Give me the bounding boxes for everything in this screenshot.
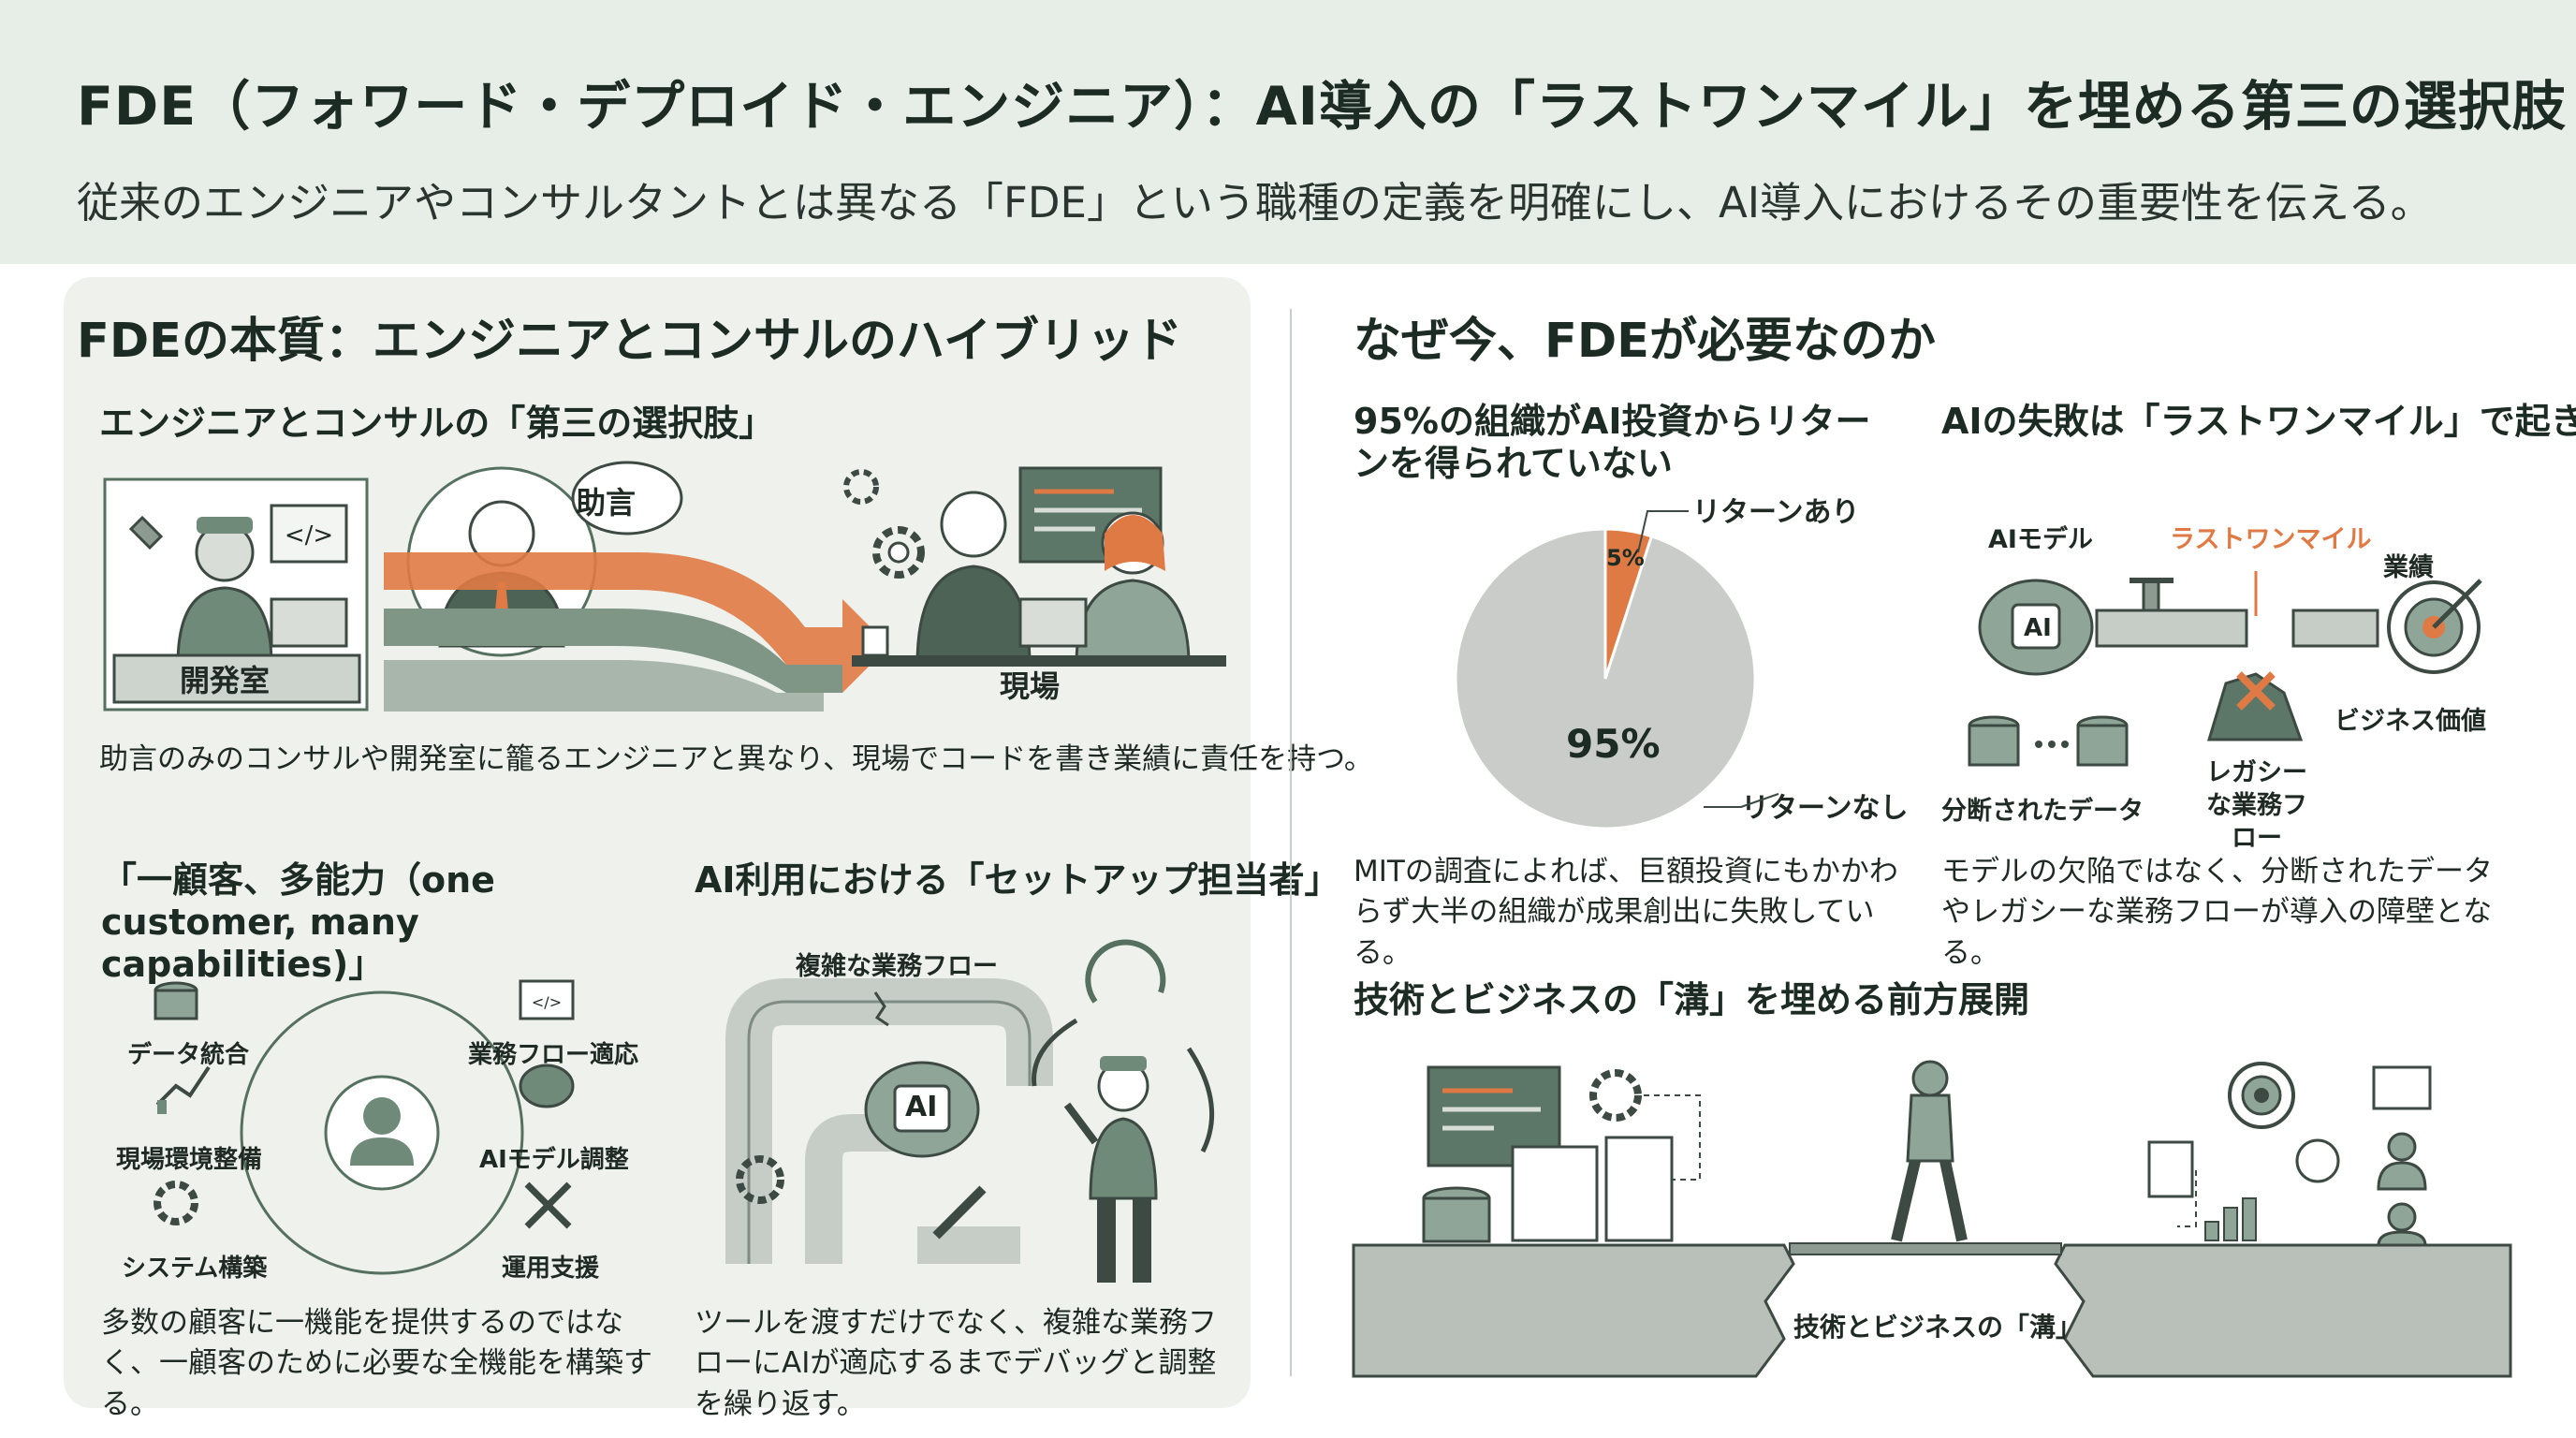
database-icon <box>1422 1186 1491 1243</box>
laptop-icon <box>1018 597 1088 648</box>
return-label: リターンあり <box>1692 496 1860 529</box>
brain-icon <box>519 1064 575 1108</box>
capabilities-diagram: </> <box>154 979 575 1275</box>
page-title: FDE（フォワード・デプロイド・エンジニア）：AI導入の「ラストワンマイル」を埋… <box>77 76 2567 138</box>
one-customer-caption: 多数の顧客に一機能を提供するのではなく、一顧客のために必要な全機能を構築する。 <box>101 1306 652 1421</box>
pipe-left <box>2095 609 2248 648</box>
consultant-arrow <box>384 552 889 693</box>
integration-arrow <box>384 660 824 712</box>
svg-text:</>: </> <box>532 993 562 1011</box>
ellipsis-icon <box>2035 741 2069 748</box>
left-cliff <box>1352 1243 1795 1378</box>
code-window-icon: </> <box>519 979 575 1020</box>
customer-icon <box>363 1097 401 1135</box>
gap-label: 技術とビジネスの「溝」 <box>1793 1312 2083 1343</box>
fde-walker-icon <box>1911 1060 1949 1097</box>
right-cliff <box>2054 1243 2512 1378</box>
presentation-icon <box>2372 1065 2432 1110</box>
ai-model-label: AIモデル <box>1988 525 2093 554</box>
roi-pie-chart <box>1454 527 1757 830</box>
setup-illustration <box>725 939 1215 1283</box>
last-mile-heading: AIの失敗は「ラストワンマイル」で起きる <box>1941 401 2576 442</box>
legacy-rock-icon <box>2206 672 2304 741</box>
capability-cycle <box>240 990 524 1275</box>
crack-icon <box>873 991 889 1027</box>
wrench-icon <box>932 1185 987 1240</box>
gear-icon <box>154 1181 198 1225</box>
list-icon <box>2295 1138 2340 1183</box>
server-icon <box>1604 1136 1674 1242</box>
setup-caption: ツールを渡すだけでなく、複雑な業務フローにAIが適応するまでデバッグと調整を繰り… <box>695 1306 1217 1421</box>
advice-label: 助言 <box>576 485 637 521</box>
right-heading: なぜ今、FDEが必要なのか <box>1354 314 1937 369</box>
chart-icon <box>155 1065 211 1114</box>
capability-operations-support: 運用支援 <box>502 1255 600 1283</box>
cycle-arrows-icon <box>1085 939 1166 1004</box>
database-icon <box>1968 715 2020 767</box>
capability-data-integration: データ統合 <box>127 1041 250 1069</box>
third-option-caption: 助言のみのコンサルや開発室に籠るエンジニアと異なり、現場でコードを書き業績に責任… <box>99 742 1373 776</box>
person-icon <box>940 491 1007 558</box>
no-return-pct-label: 95% <box>1566 721 1661 767</box>
capability-system-build: システム構築 <box>122 1255 268 1283</box>
left-heading: FDEの本質：エンジニアとコンサルのハイブリッド <box>77 314 1182 369</box>
advice-speech-bubble <box>571 461 683 536</box>
header-band <box>0 0 2576 264</box>
coffee-cup-icon <box>861 625 889 657</box>
pie-leader-lines <box>1637 510 1779 808</box>
team-icon <box>2377 1132 2427 1191</box>
team-icon <box>2377 1202 2427 1247</box>
server-icon <box>1511 1145 1599 1242</box>
capability-workflow-adaptation: 業務フロー適応 <box>468 1041 639 1069</box>
valve-icon <box>2142 579 2160 612</box>
gear-icon <box>872 526 925 579</box>
capability-environment-setup: 現場環境整備 <box>116 1146 263 1174</box>
last-mile-illustration <box>1968 571 2482 767</box>
third-option-illustration: </> <box>103 461 1226 712</box>
last-mile-caption: モデルの欠陥ではなく、分断されたデータやレガシーな業務フローが導入の障壁となる。 <box>1941 855 2493 970</box>
document-icon <box>2147 1140 2194 1198</box>
gear-icon <box>736 1155 784 1204</box>
roi-heading: 95%の組織がAI投資からリターンを得られていない <box>1354 401 1871 484</box>
database-gear-icon <box>154 981 198 1020</box>
engineer-arrow <box>384 609 842 693</box>
database-icon <box>2076 715 2129 767</box>
setup-heading: AI利用における「セットアップ担当者」 <box>695 859 1340 901</box>
bridge <box>1789 1242 2062 1255</box>
gear-icon <box>843 469 879 505</box>
legacy-flow-label: レガシーな業務フロー <box>2206 758 2307 854</box>
third-option-heading: エンジニアとコンサルの「第三の選択肢」 <box>99 403 775 444</box>
gear-icon <box>1589 1069 1642 1122</box>
business-value-label: ビジネス価値 <box>2334 707 2486 736</box>
pipe-right <box>2291 609 2379 648</box>
gap-illustration <box>1352 1060 2512 1378</box>
page-subtitle: 従来のエンジニアやコンサルタントとは異なる「FDE」という職種の定義を明確にし、… <box>77 178 2433 227</box>
svg-text:</>: </> <box>285 521 333 550</box>
field-label: 現場 <box>999 668 1060 704</box>
column-divider <box>1290 309 1292 1376</box>
fragmented-data-label: 分断されたデータ <box>1941 797 2144 826</box>
setup-ai-label: AI <box>905 1091 938 1123</box>
capability-ai-tuning: AIモデル調整 <box>479 1146 629 1174</box>
last-mile-label: ラストワンマイル <box>2170 525 2372 554</box>
pie-slice-no-return <box>1454 527 1757 830</box>
bar-chart-icon <box>2204 1197 2257 1241</box>
ai-chip-label: AI <box>2024 614 2052 642</box>
lab-label: 開発室 <box>179 663 270 698</box>
gap-heading: 技術とビジネスの「溝」を埋める前方展開 <box>1354 979 2030 1020</box>
tools-icon <box>524 1181 572 1229</box>
wrench-icon <box>128 515 164 550</box>
roi-caption: MITの調査によれば、巨額投資にもかかわらず大半の組織が成果創出に失敗している。 <box>1354 855 1898 970</box>
one-customer-heading: 「一顧客、多能力（one customer, many capabilities… <box>101 859 495 985</box>
performance-label: 業績 <box>2383 553 2434 582</box>
complex-flow-label: 複雑な業務フロー <box>796 952 998 981</box>
left-panel <box>64 277 1251 1408</box>
